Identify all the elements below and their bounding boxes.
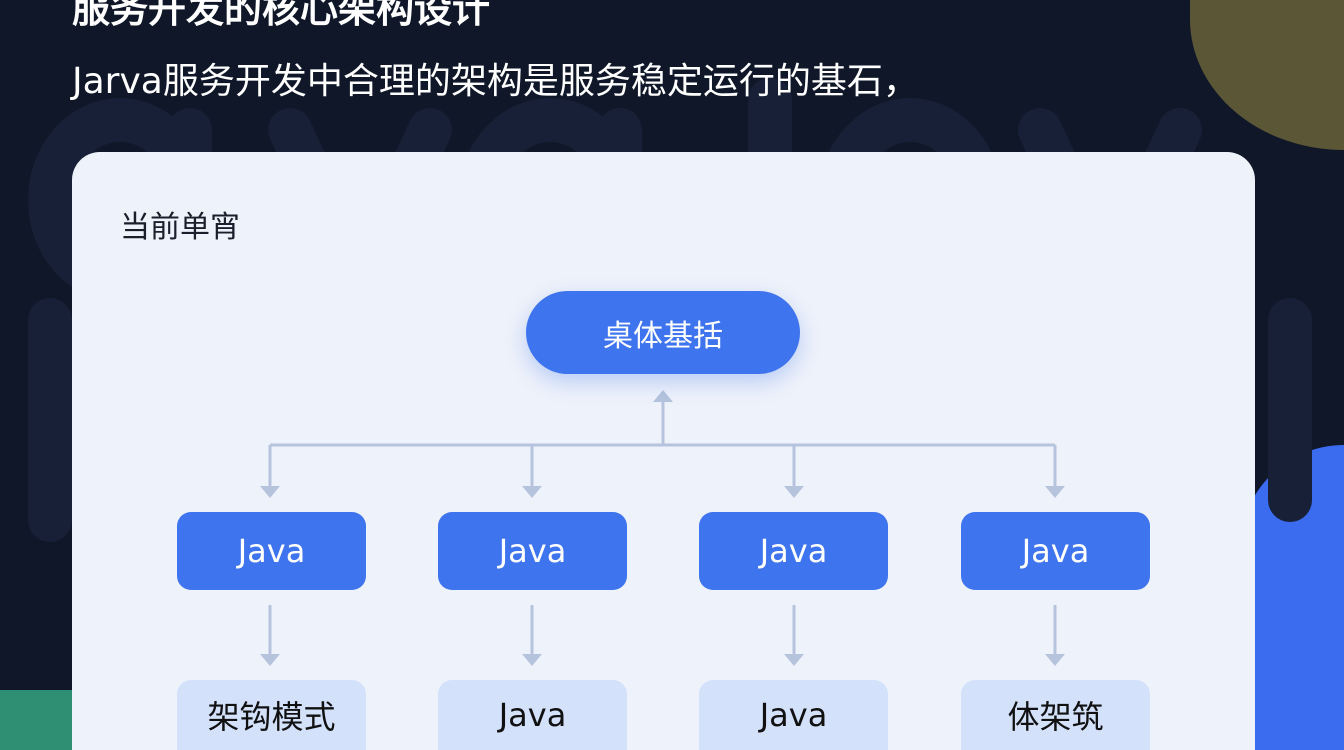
leaf-node: 架钩模式 — [177, 680, 366, 750]
arrow-down-icon — [1045, 654, 1065, 666]
middle-node: Java — [699, 512, 888, 590]
card-label: 当前单宵 — [120, 210, 240, 245]
leaf-node: 体架筑 — [961, 680, 1150, 750]
arrow-down-icon — [260, 654, 280, 666]
arrow-down-icon — [522, 654, 542, 666]
leaf-node: Java — [699, 680, 888, 750]
arrow-up-icon — [653, 390, 673, 402]
page-title: 服务开发的核心架构设计 — [72, 0, 491, 31]
root-node: 桌体基括 — [526, 291, 800, 374]
middle-node: Java — [961, 512, 1150, 590]
arrow-down-icon — [784, 654, 804, 666]
connectors — [260, 390, 1065, 666]
page-subtitle: Jarva服务开发中合理的架构是服务稳定运行的基石， — [72, 61, 919, 102]
middle-node: Java — [438, 512, 627, 590]
arrow-down-icon — [260, 486, 280, 498]
arrow-down-icon — [1045, 486, 1065, 498]
diagram-card: 当前单宵 桌体基括 Java Java Java Java 架钩模式 Java … — [72, 152, 1255, 750]
arrow-down-icon — [784, 486, 804, 498]
middle-node: Java — [177, 512, 366, 590]
arrow-down-icon — [522, 486, 542, 498]
leaf-node: Java — [438, 680, 627, 750]
